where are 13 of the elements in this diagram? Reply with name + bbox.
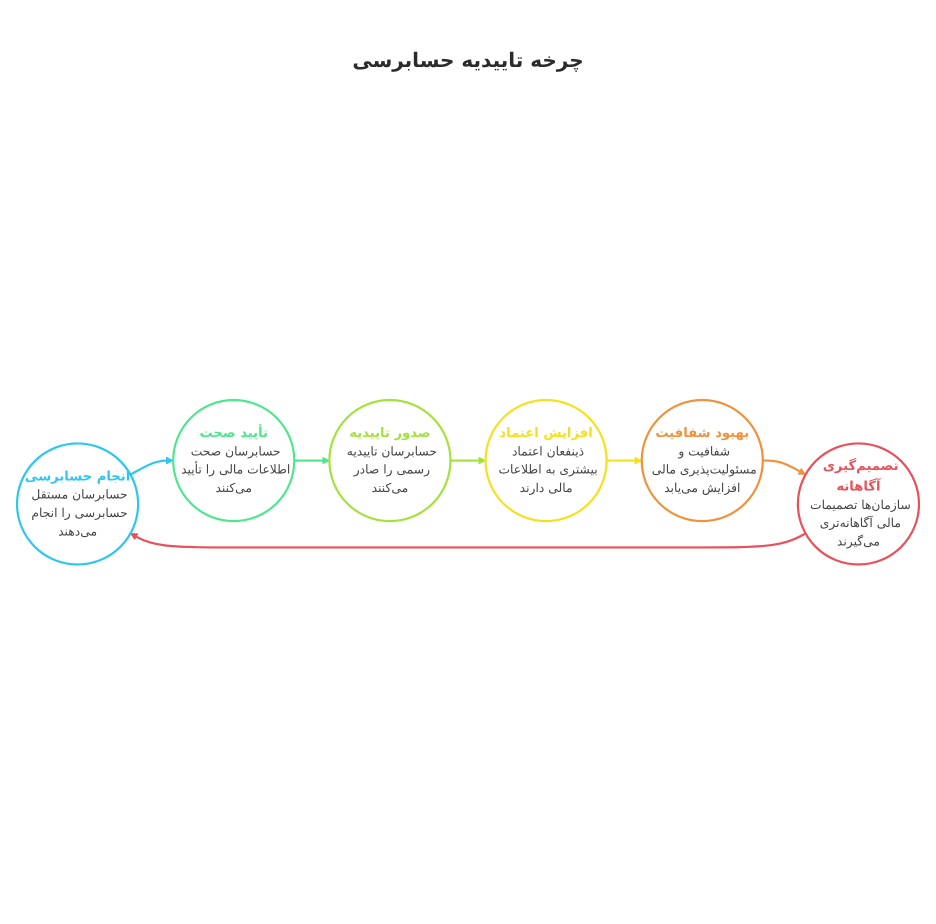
arrow — [606, 456, 642, 464]
arrow — [762, 459, 806, 475]
arrow — [294, 456, 330, 464]
diagram-title: چرخه تاییدیه حسابرسی — [351, 47, 585, 72]
arrow — [450, 456, 486, 464]
node-circle: افزایش اعتماد ذینفعان اعتماد بیشتری به اطلاعات مالی دارند — [484, 398, 608, 522]
node-circle: بهبود شفافیت شفافیت و مسئولیت‌پذیری مالی افزایش می‌یابد — [640, 398, 764, 522]
node-circle: تأیید صحت حسابرسان صحت اطلاعات مالی را تأیید می‌کنند — [172, 398, 296, 522]
node-circle: تصمیم‌گیری آگاهانه سازمان‌ها تصمیمات مالی آگاهانه‌تری می‌گیرند — [796, 442, 920, 566]
arrow — [130, 532, 806, 548]
node-circle: صدور تاییدیه حسابرسان تاییدیه رسمی را صادر می‌کنند — [328, 398, 452, 522]
arrow — [130, 456, 174, 476]
node-circle: انجام حسابرسی حسابرسان مستقل حسابرسی را انجام می‌دهند — [16, 442, 140, 566]
